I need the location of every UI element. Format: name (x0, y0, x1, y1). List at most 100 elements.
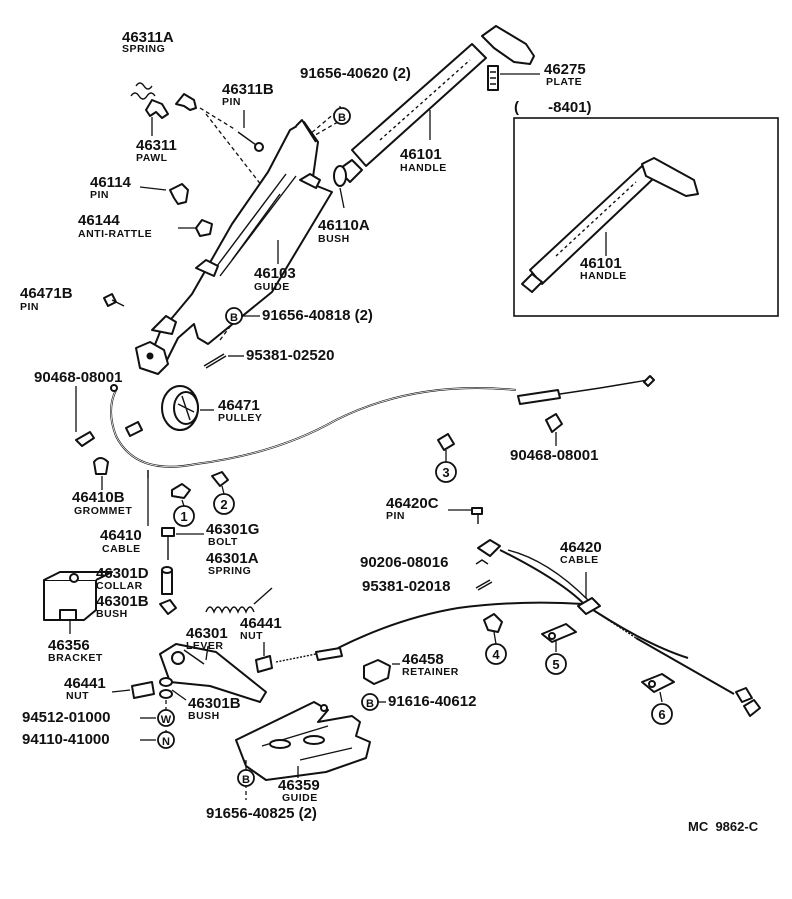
svg-text:BUSH: BUSH (96, 608, 128, 620)
bush-46110a-drawing (333, 165, 347, 187)
svg-text:46301: 46301 (186, 625, 228, 642)
svg-text:46275: 46275 (544, 61, 586, 78)
spring-46311a-drawing (130, 82, 156, 100)
svg-text:PIN: PIN (222, 96, 241, 108)
svg-text:95381-02520: 95381-02520 (246, 347, 334, 364)
callout-2: 2 (213, 493, 235, 515)
svg-text:46301G: 46301G (206, 521, 259, 538)
ref-91656-40825: 91656-40825 (2) (206, 805, 317, 822)
label-46101-inset: 46101 HANDLE (580, 255, 627, 282)
svg-text:46359: 46359 (278, 777, 320, 794)
svg-text:PLATE: PLATE (546, 76, 582, 88)
ref-91656-40818: 91656-40818 (2) (262, 307, 373, 324)
ref-94512-01000: 94512-01000 (22, 709, 110, 726)
svg-text:91656-40825 (2): 91656-40825 (2) (206, 805, 317, 822)
label-46311: 46311 PAWL (136, 137, 177, 164)
svg-text:46311A: 46311A (122, 29, 174, 46)
label-46114: 46114 PIN (90, 174, 132, 201)
svg-text:PIN: PIN (90, 189, 109, 201)
label-46301b-lower: 46301B BUSH (188, 695, 241, 722)
svg-text:BUSH: BUSH (318, 233, 350, 245)
bush-46301b-drawing (159, 599, 177, 615)
svg-text:46301A: 46301A (206, 550, 259, 567)
svg-text:46311B: 46311B (222, 81, 274, 98)
svg-text:N: N (162, 736, 170, 748)
svg-text:B: B (366, 698, 374, 710)
svg-text:COLLAR: COLLAR (96, 580, 143, 592)
callout-1: 1 (173, 505, 195, 527)
svg-text:SPRING: SPRING (122, 43, 165, 55)
marker-w-washer: W (157, 709, 175, 727)
svg-text:46311: 46311 (136, 137, 177, 154)
marker-n-nut: N (157, 731, 175, 749)
ref-90468-08001-left: 90468-08001 (34, 369, 122, 386)
svg-text:46103: 46103 (254, 265, 296, 282)
marker-b-91656-40825: B (237, 769, 255, 787)
pin-46311b-drawing (237, 131, 264, 152)
callout-5: 5 (545, 653, 567, 675)
label-46359: 46359 GUIDE (278, 777, 320, 804)
svg-text:LEVER: LEVER (186, 640, 224, 652)
diagram-code: MC 9862-C (688, 819, 759, 834)
svg-text:NUT: NUT (66, 690, 89, 702)
label-46441-left: 46441 NUT (64, 675, 106, 702)
svg-text:46144: 46144 (78, 212, 120, 229)
pin-46471b-drawing (103, 293, 125, 307)
svg-text:GUIDE: GUIDE (254, 281, 290, 293)
svg-text:RETAINER: RETAINER (402, 666, 459, 678)
svg-text:46458: 46458 (402, 651, 444, 668)
retainer-46458-drawing (363, 659, 391, 685)
svg-text:HANDLE: HANDLE (580, 270, 627, 282)
ref-90468-08001-right: 90468-08001 (510, 447, 598, 464)
label-46301g: 46301G BOLT (206, 521, 259, 548)
svg-text:46114: 46114 (90, 174, 132, 191)
svg-text:46301B: 46301B (188, 695, 241, 712)
svg-text:91656-40620 (2): 91656-40620 (2) (300, 65, 411, 82)
callout-6: 6 (651, 703, 673, 725)
label-46311b: 46311B PIN (222, 81, 274, 108)
cable-46420-drawing (337, 539, 761, 717)
label-46110a: 46110A BUSH (318, 217, 370, 245)
svg-text:BOLT: BOLT (208, 536, 238, 548)
label-46420: 46420 CABLE (560, 539, 602, 566)
svg-text:46301D: 46301D (96, 565, 149, 582)
handle-46101-drawing (337, 25, 535, 183)
svg-text:46420C: 46420C (386, 495, 439, 512)
pin-46420c-drawing (471, 507, 483, 524)
svg-text:95381-02018: 95381-02018 (362, 578, 450, 595)
clip-callout-5-drawing (541, 623, 577, 643)
marker-b-91656-40620: B (333, 107, 351, 125)
svg-text:91616-40612: 91616-40612 (388, 693, 476, 710)
svg-text:3: 3 (442, 465, 449, 480)
svg-text:46441: 46441 (64, 675, 106, 692)
clip-callout-6-drawing (641, 673, 675, 693)
svg-text:46101: 46101 (400, 146, 442, 163)
svg-text:CABLE: CABLE (102, 543, 141, 555)
svg-text:W: W (161, 714, 172, 726)
lever-46301-drawing (159, 643, 267, 703)
svg-text:5: 5 (552, 657, 559, 672)
svg-text:CABLE: CABLE (560, 554, 599, 566)
ref-91616-40612: 91616-40612 (388, 693, 476, 710)
svg-text:PULLEY: PULLEY (218, 412, 262, 424)
label-46420c: 46420C PIN (386, 495, 439, 522)
callout-4: 4 (485, 643, 507, 665)
svg-text:90468-08001: 90468-08001 (510, 447, 598, 464)
cable-46410-drawing (110, 375, 655, 468)
label-46471b: 46471B PIN (20, 285, 73, 313)
bracket-46356-drawing (43, 571, 113, 621)
svg-text:94512-01000: 94512-01000 (22, 709, 110, 726)
svg-text:B: B (338, 112, 346, 124)
callout-3: 3 (435, 461, 457, 483)
svg-text:PIN: PIN (386, 510, 405, 522)
label-46301d: 46301D COLLAR (96, 565, 149, 592)
svg-text:46420: 46420 (560, 539, 602, 556)
svg-text:BRACKET: BRACKET (48, 652, 103, 664)
guide-46359-drawing (235, 701, 371, 781)
pawl-46311-drawing (145, 93, 197, 119)
label-46410b: 46410B GROMMET (72, 489, 132, 517)
ref-90206-08016: 90206-08016 (360, 554, 448, 571)
label-46301a: 46301A SPRING (206, 550, 259, 577)
ref-95381-02018: 95381-02018 (362, 578, 450, 595)
